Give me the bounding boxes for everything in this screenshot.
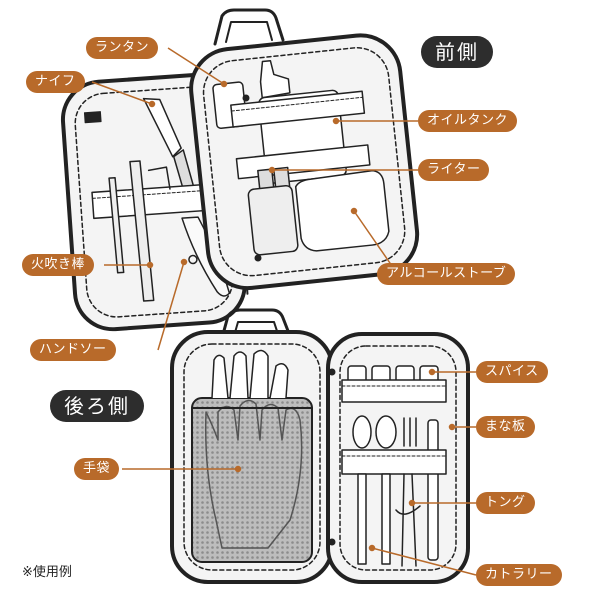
label-hand-saw: ハンドソー xyxy=(30,339,116,361)
label-lantern: ランタン xyxy=(86,37,159,59)
label-cutting-board: まな板 xyxy=(476,416,535,438)
label-cutlery: カトラリー xyxy=(476,564,562,586)
label-knife: ナイフ xyxy=(26,71,85,93)
label-lighter: ライター xyxy=(418,159,490,181)
label-blow-stick: 火吹き棒 xyxy=(22,254,95,276)
usage-example-note: ※使用例 xyxy=(22,565,72,580)
label-oil-tank: オイルタンク xyxy=(418,110,518,132)
section-back: 後ろ側 xyxy=(50,390,144,422)
label-tongs: トング xyxy=(476,492,535,514)
back-case xyxy=(170,308,470,584)
leader-lines xyxy=(91,47,477,576)
label-gloves: 手袋 xyxy=(74,458,120,480)
front-case xyxy=(60,8,420,332)
section-front: 前側 xyxy=(421,36,493,68)
label-alcohol-stove: アルコールストーブ xyxy=(377,263,516,285)
label-spice: スパイス xyxy=(476,361,548,383)
